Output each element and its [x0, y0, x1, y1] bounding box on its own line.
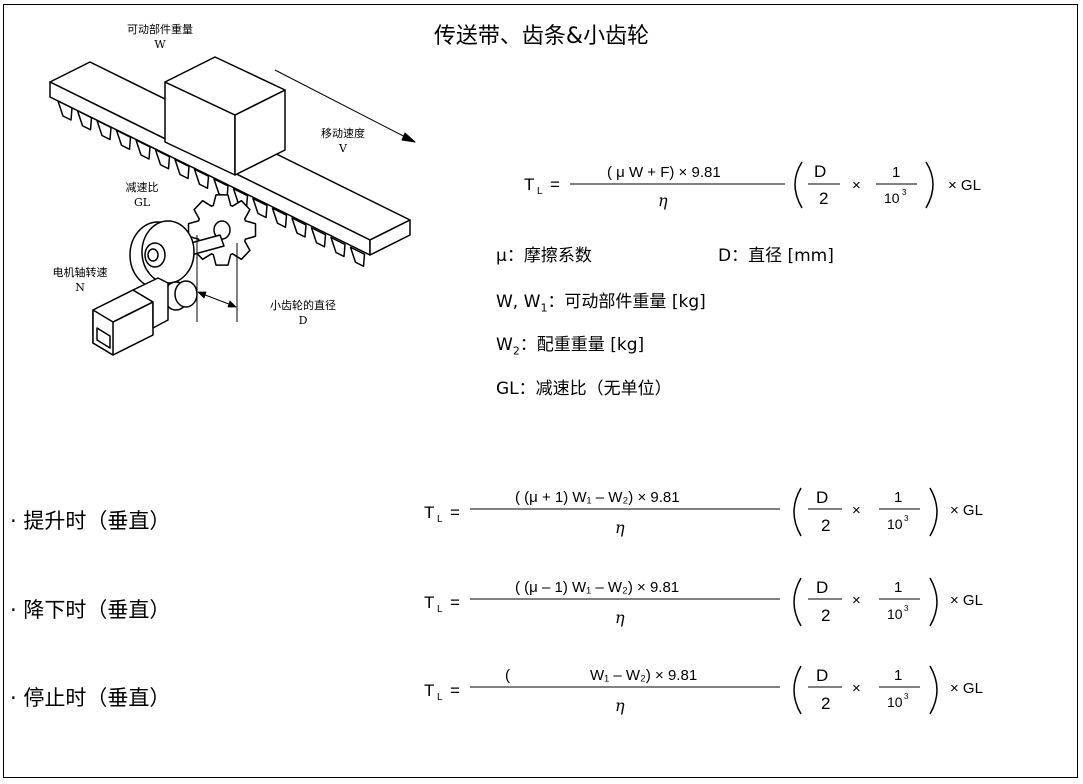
legend-gl: GL：减速比（无单位） — [496, 379, 672, 399]
rack-tooth — [252, 197, 268, 219]
formula-denominator: η — [658, 191, 668, 210]
formula-lhs: T — [524, 175, 534, 194]
rack-tooth — [330, 236, 346, 258]
rack-tooth — [193, 168, 210, 189]
formula-numerator: ( (μ – 1) W₁ – W₂) × 9.81 — [515, 579, 679, 596]
svg-text:×: × — [852, 680, 861, 697]
rack-tooth — [271, 207, 288, 228]
svg-text:1: 1 — [894, 667, 902, 684]
rack-end-face — [369, 219, 411, 256]
rack-tooth — [154, 149, 171, 170]
formula-numerator: ( (μ + 1) W₁ – W₂) × 9.81 — [515, 489, 680, 506]
svg-text:=: = — [450, 593, 460, 612]
svg-text:L: L — [437, 514, 443, 525]
svg-text:D: D — [814, 162, 826, 181]
formula-lower: T L = ( (μ – 1) W₁ – W₂) × 9.81 η D 2 × … — [424, 577, 983, 627]
rack-teeth — [57, 100, 366, 267]
case-lift-label: · 提升时（垂直） — [10, 509, 171, 533]
formula-main: T L = ( μ W + F) × 9.81 η D 2 × 1 10 3 ×… — [524, 161, 981, 210]
svg-text:3: 3 — [902, 188, 907, 197]
svg-text:T: T — [424, 681, 434, 700]
case-stop-label: · 停止时（垂直） — [10, 686, 171, 710]
svg-text:3: 3 — [904, 692, 909, 701]
svg-text:2: 2 — [821, 516, 830, 535]
svg-text:η: η — [615, 608, 625, 627]
rack-tooth — [174, 158, 190, 180]
svg-text:D: D — [816, 488, 828, 507]
svg-text:=: = — [450, 503, 460, 522]
legend-diameter: D：直径 [mm] — [718, 246, 834, 266]
mass-box-top — [164, 56, 286, 116]
case-lower-label: · 降下时（垂直） — [10, 598, 171, 622]
svg-text:10: 10 — [887, 694, 903, 710]
formula-numerator: ( μ W + F) × 9.81 — [607, 164, 721, 181]
svg-text:=: = — [550, 175, 560, 194]
rack-tooth — [135, 139, 151, 160]
svg-text:× GL: × GL — [950, 592, 983, 609]
svg-text:L: L — [437, 692, 443, 703]
rack-pinion-illustration — [49, 56, 416, 356]
svg-text:×: × — [852, 502, 861, 519]
page-frame — [3, 4, 1078, 778]
legend-mu: μ：摩擦系数 — [496, 246, 592, 266]
legend-w1: W, W1：可动部件重量 [kg] — [496, 292, 706, 315]
formula-lift: T L = ( (μ + 1) W₁ – W₂) × 9.81 η D 2 × … — [424, 487, 983, 537]
svg-text:1: 1 — [894, 579, 902, 596]
rack-tooth — [115, 129, 132, 150]
svg-text:10: 10 — [884, 190, 900, 206]
svg-text:D: D — [816, 666, 828, 685]
svg-text:L: L — [537, 186, 543, 197]
svg-text:η: η — [615, 696, 625, 715]
rack-tooth — [310, 227, 327, 248]
svg-text:×: × — [852, 177, 861, 194]
svg-text:T: T — [424, 593, 434, 612]
svg-text:1: 1 — [894, 489, 902, 506]
rack-tooth — [96, 119, 112, 141]
svg-text:10: 10 — [887, 516, 903, 532]
rack-tooth — [291, 217, 307, 238]
svg-text:2: 2 — [821, 694, 830, 713]
pinion-gear — [187, 194, 257, 266]
formula-numerator: W₁ – W₂) × 9.81 — [590, 667, 697, 684]
svg-text:3: 3 — [904, 514, 909, 523]
svg-text:2: 2 — [819, 189, 828, 208]
svg-text:×: × — [852, 592, 861, 609]
svg-text:3: 3 — [904, 604, 909, 613]
svg-text:× GL: × GL — [950, 502, 983, 519]
page-title: 传送带、齿条&小齿轮 — [433, 24, 650, 49]
svg-text:=: = — [450, 681, 460, 700]
legend-w2: W2：配重重量 [kg] — [496, 335, 645, 358]
rack-tooth — [76, 110, 93, 131]
svg-text:× GL: × GL — [950, 680, 983, 697]
svg-text:D: D — [816, 578, 828, 597]
svg-text:η: η — [615, 518, 625, 537]
svg-text:L: L — [437, 604, 443, 615]
svg-text:T: T — [424, 503, 434, 522]
svg-text:(: ( — [505, 667, 510, 684]
rack-tooth — [349, 246, 366, 267]
motor-flange — [132, 277, 169, 329]
svg-text:2: 2 — [821, 606, 830, 625]
formula-stop: T L = ( W₁ – W₂) × 9.81 η D 2 × 1 10 3 ×… — [424, 665, 983, 715]
svg-text:× GL: × GL — [948, 177, 981, 194]
svg-text:10: 10 — [887, 606, 903, 622]
rack-tooth — [57, 100, 73, 121]
svg-text:1: 1 — [892, 164, 900, 181]
